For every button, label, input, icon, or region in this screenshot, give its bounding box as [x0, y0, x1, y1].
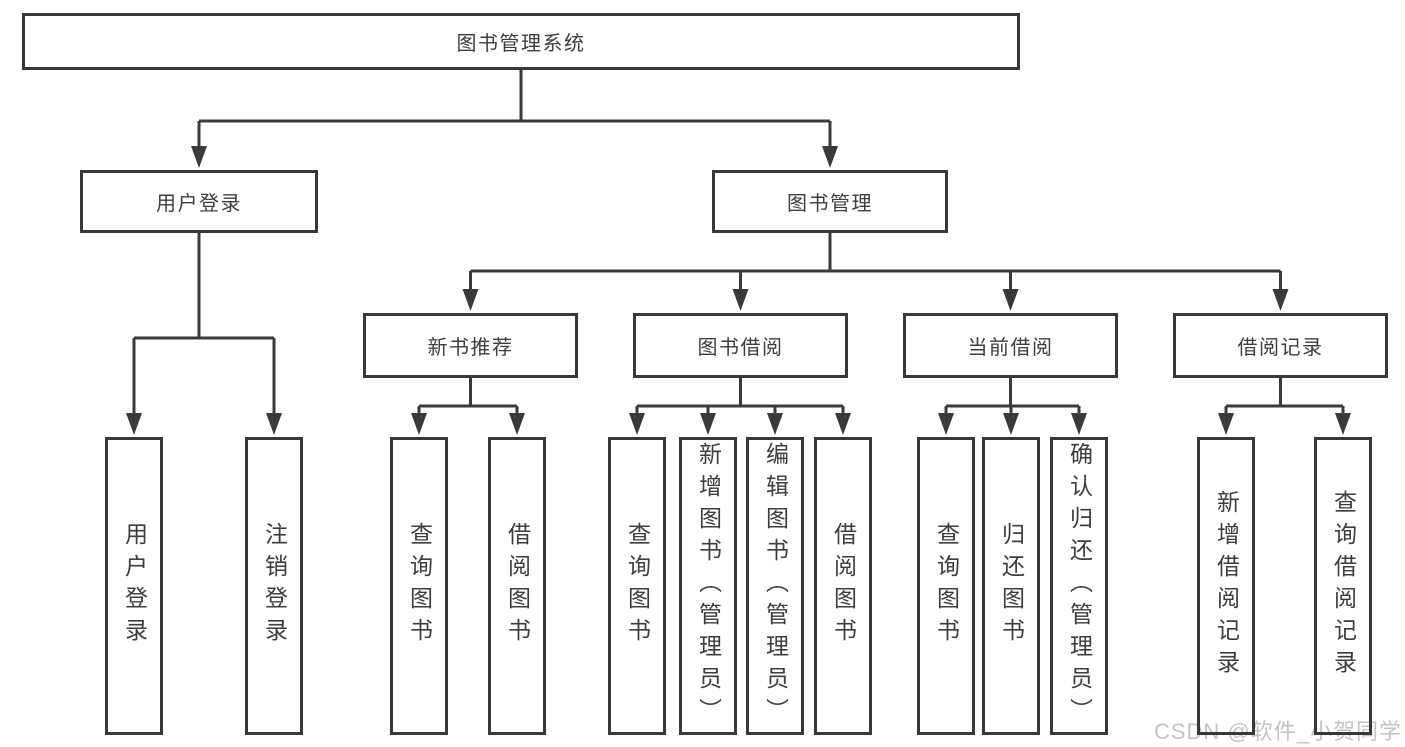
leaf-query-books-current: 查询图书: [917, 437, 975, 735]
leaf-user-login: 用户登录: [105, 437, 163, 735]
leaf-logout-label: 注销登录: [261, 522, 288, 650]
node-book-borrowing-label: 图书借阅: [697, 337, 784, 359]
leaf-borrow-books-recommend-label: 借阅图书: [504, 522, 531, 650]
leaf-confirm-return-admin: 确认归还（管理员）: [1050, 437, 1108, 735]
node-book-management: 图书管理: [712, 170, 948, 233]
leaf-user-login-label: 用户登录: [121, 522, 148, 650]
leaf-query-books-recommend: 查询图书: [390, 437, 448, 735]
node-new-book-recommend: 新书推荐: [363, 313, 578, 378]
node-borrowing-records: 借阅记录: [1173, 313, 1388, 378]
leaf-edit-books-admin-label: 编辑图书（管理员）: [762, 442, 789, 730]
leaf-edit-books-admin: 编辑图书（管理员）: [746, 437, 804, 735]
node-new-book-recommend-label: 新书推荐: [427, 337, 514, 359]
leaf-confirm-return-admin-label: 确认归还（管理员）: [1066, 442, 1093, 730]
leaf-add-borrow-record: 新增借阅记录: [1197, 437, 1255, 735]
leaf-add-borrow-record-label: 新增借阅记录: [1213, 490, 1240, 682]
leaf-borrow-books-recommend: 借阅图书: [488, 437, 546, 735]
leaf-borrow-books: 借阅图书: [814, 437, 872, 735]
node-user-login: 用户登录: [80, 170, 318, 233]
node-library-system: 图书管理系统: [22, 13, 1020, 70]
leaf-query-books-current-label: 查询图书: [933, 522, 960, 650]
node-book-management-label: 图书管理: [787, 193, 873, 215]
arrowheads: [126, 146, 1351, 435]
node-book-borrowing: 图书借阅: [633, 313, 848, 378]
node-user-login-label: 用户登录: [156, 193, 242, 215]
leaf-query-borrow-record: 查询借阅记录: [1314, 437, 1372, 735]
leaf-query-books-borrow-label: 查询图书: [624, 522, 651, 650]
leaf-return-books: 归还图书: [982, 437, 1040, 735]
leaf-return-books-label: 归还图书: [998, 522, 1025, 650]
leaf-add-books-admin-label: 新增图书（管理员）: [695, 442, 722, 730]
node-current-borrowing: 当前借阅: [903, 313, 1118, 378]
leaf-logout: 注销登录: [245, 437, 303, 735]
leaf-add-books-admin: 新增图书（管理员）: [679, 437, 737, 735]
leaf-borrow-books-label: 借阅图书: [830, 522, 857, 650]
leaf-query-borrow-record-label: 查询借阅记录: [1330, 490, 1357, 682]
node-library-system-label: 图书管理系统: [456, 33, 586, 55]
csdn-watermark: CSDN @软件_小贺同学: [1153, 719, 1402, 744]
node-borrowing-records-label: 借阅记录: [1237, 337, 1324, 359]
node-current-borrowing-label: 当前借阅: [967, 337, 1054, 359]
leaf-query-books-borrow: 查询图书: [608, 437, 666, 735]
leaf-query-books-recommend-label: 查询图书: [406, 522, 433, 650]
tree-edges: [132, 70, 1345, 417]
